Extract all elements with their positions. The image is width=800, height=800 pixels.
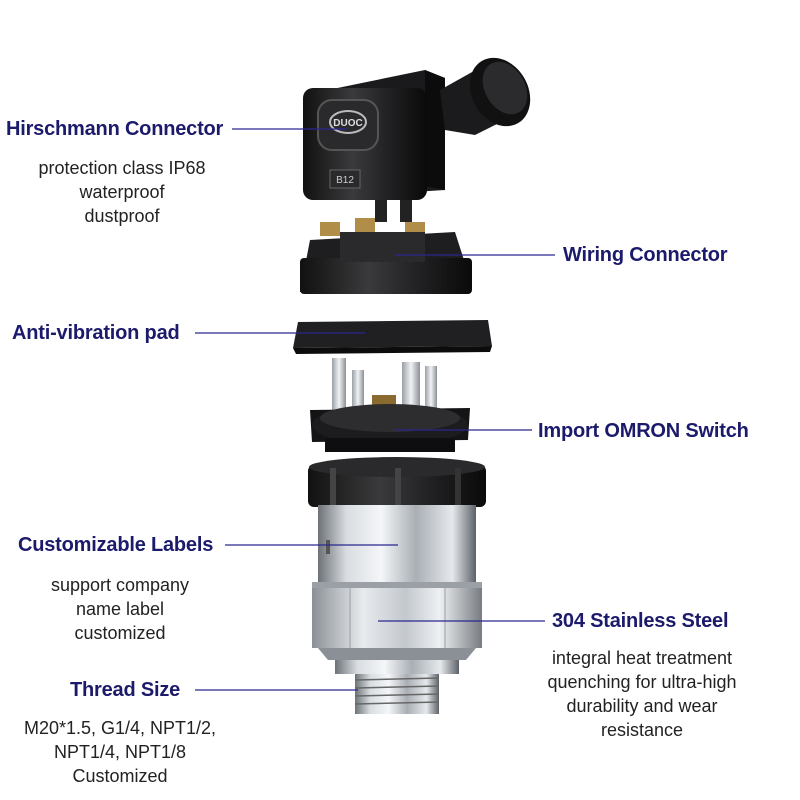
thread-description: M20*1.5, G1/4, NPT1/2, NPT1/4, NPT1/8 Cu… [6, 716, 234, 788]
omron-switch-title: Import OMRON Switch [538, 420, 749, 442]
model-text: B12 [336, 175, 354, 186]
labels-description: support company name label customized [20, 573, 220, 645]
anti-vibration-pad-graphic [293, 320, 492, 354]
steel-line-2: quenching for ultra-high [547, 672, 737, 692]
black-hex-nut-graphic [308, 457, 486, 507]
wiring-connector-graphic [300, 218, 472, 294]
omron-switch-graphic [310, 358, 470, 452]
hirschmann-line-3: dustproof [84, 206, 160, 226]
anti-vibration-pad-title: Anti-vibration pad [12, 322, 180, 344]
stainless-steel-title: 304 Stainless Steel [552, 610, 729, 632]
hirschmann-line-2: waterproof [79, 182, 165, 202]
wiring-connector-title: Wiring Connector [563, 244, 728, 266]
hirschmann-connector-graphic: DUOC B12 [303, 57, 531, 222]
hex-section-graphic [312, 588, 482, 660]
steel-line-1: integral heat treatment [551, 648, 733, 668]
thread-line-3: Customized [72, 766, 168, 786]
hirschmann-connector-title: Hirschmann Connector [6, 118, 224, 140]
stainless-body-graphic [312, 505, 482, 588]
steel-line-4: resistance [600, 720, 684, 740]
steel-description: integral heat treatment quenching for ul… [520, 646, 764, 742]
thread-graphic [335, 660, 459, 714]
labels-line-1: support company [50, 575, 190, 595]
logo-text: DUOC [333, 118, 362, 129]
labels-line-2: name label [75, 599, 165, 619]
thread-line-2: NPT1/4, NPT1/8 [53, 742, 187, 762]
hirschmann-description: protection class IP68 waterproof dustpro… [20, 156, 224, 228]
steel-line-3: durability and wear [566, 696, 718, 716]
labels-line-3: customized [74, 623, 166, 643]
thread-size-title: Thread Size [70, 679, 181, 701]
customizable-labels-title: Customizable Labels [18, 534, 214, 556]
thread-line-1: M20*1.5, G1/4, NPT1/2, [23, 718, 217, 738]
hirschmann-line-1: protection class IP68 [38, 158, 206, 178]
